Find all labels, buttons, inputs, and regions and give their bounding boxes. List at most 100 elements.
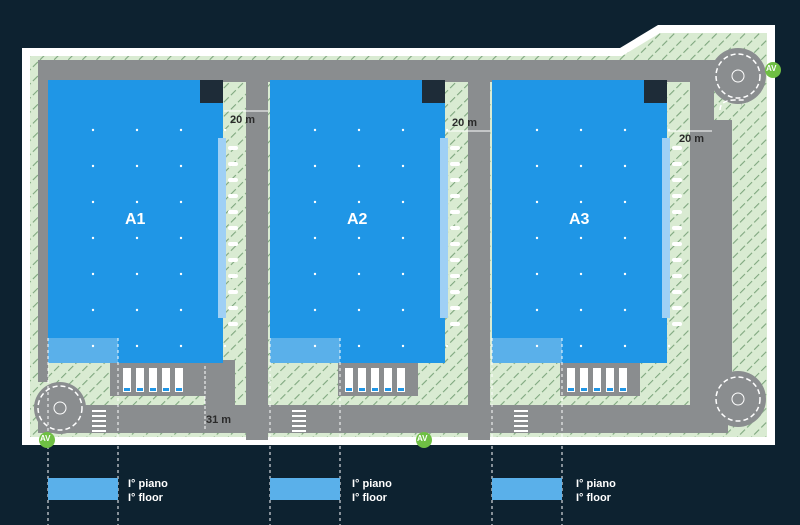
column-dot <box>357 164 361 168</box>
column-dot <box>313 344 317 348</box>
truck-bay-marker <box>137 388 143 391</box>
column-dot <box>535 200 539 204</box>
truck-bay <box>580 368 588 392</box>
legend-label-en: I° floor <box>352 492 387 504</box>
column-dot <box>667 344 671 348</box>
dock-door <box>672 258 682 262</box>
column-dot <box>535 164 539 168</box>
truck-bay <box>123 368 131 392</box>
dock-door <box>672 194 682 198</box>
column-dot <box>401 344 405 348</box>
dock-door <box>450 210 460 214</box>
dock-door <box>450 146 460 150</box>
column-dot <box>223 344 227 348</box>
dock-door <box>228 290 238 294</box>
dock-door <box>672 306 682 310</box>
dock-door <box>228 194 238 198</box>
truck-bay-marker <box>124 388 130 391</box>
dock-door <box>672 242 682 246</box>
legend-swatches <box>48 478 562 500</box>
column-dot <box>401 272 405 276</box>
truck-bay <box>619 368 627 392</box>
building-a2-shape <box>270 80 445 363</box>
truck-bay <box>162 368 170 392</box>
truck-bay-marker <box>359 388 365 391</box>
dimension-a3-road: 20 m <box>679 133 705 145</box>
dock-strip <box>218 138 226 318</box>
dimension-a2-a3: 20 m <box>452 117 478 129</box>
truck-bay <box>384 368 392 392</box>
truck-bay-marker <box>581 388 587 391</box>
truck-bay-marker <box>620 388 626 391</box>
column-dot <box>313 164 317 168</box>
column-dot <box>357 272 361 276</box>
truck-bay-marker <box>176 388 182 391</box>
building-a1-label: A1 <box>125 211 146 228</box>
column-dot <box>401 200 405 204</box>
dock-door <box>450 162 460 166</box>
column-dot <box>401 236 405 240</box>
column-dot <box>623 128 627 132</box>
column-dot <box>135 236 139 240</box>
dock-door <box>228 178 238 182</box>
legend-label-it: I° piano <box>352 478 392 490</box>
dock-door <box>450 290 460 294</box>
column-dot <box>313 200 317 204</box>
column-dot <box>579 128 583 132</box>
legend-label-it: I° piano <box>576 478 616 490</box>
column-dot <box>135 200 139 204</box>
column-dot <box>179 164 183 168</box>
dock-door <box>228 146 238 150</box>
truck-bay-marker <box>372 388 378 391</box>
column-dot <box>91 272 95 276</box>
column-dot <box>357 236 361 240</box>
column-dot <box>357 128 361 132</box>
dock-door <box>450 306 460 310</box>
dock-door <box>450 322 460 326</box>
legend-item: I° piano I° floor <box>352 477 392 505</box>
column-dot <box>623 200 627 204</box>
dock-door <box>450 226 460 230</box>
column-dot <box>535 344 539 348</box>
column-dot <box>623 344 627 348</box>
dock-door <box>450 258 460 262</box>
dock-door <box>672 210 682 214</box>
column-dot <box>357 200 361 204</box>
dock-door <box>450 194 460 198</box>
truck-bay <box>345 368 353 392</box>
access-icon: AV <box>766 64 777 73</box>
truck-bay <box>149 368 157 392</box>
dimension-a1-a2: 20 m <box>230 114 256 126</box>
column-dot <box>135 308 139 312</box>
dock-door <box>228 306 238 310</box>
access-badges <box>39 62 781 448</box>
dock-strip <box>662 138 670 318</box>
truck-bay-marker <box>568 388 574 391</box>
column-dot <box>579 308 583 312</box>
column-dot <box>91 164 95 168</box>
column-dot <box>91 344 95 348</box>
column-dot <box>535 128 539 132</box>
column-dot <box>579 236 583 240</box>
column-dot <box>357 308 361 312</box>
truck-bay-marker <box>607 388 613 391</box>
building-a2-label: A2 <box>347 211 368 228</box>
column-dot <box>623 308 627 312</box>
column-dot <box>535 308 539 312</box>
dock-door <box>228 322 238 326</box>
column-dot <box>401 128 405 132</box>
column-dot <box>579 200 583 204</box>
column-dot <box>623 236 627 240</box>
truck-bay <box>567 368 575 392</box>
dock-door <box>228 226 238 230</box>
dock-door <box>672 226 682 230</box>
truck-bay-marker <box>594 388 600 391</box>
dock-door <box>672 274 682 278</box>
column-dot <box>91 236 95 240</box>
truck-bay-marker <box>346 388 352 391</box>
dock-door <box>450 274 460 278</box>
column-dot <box>535 272 539 276</box>
truck-bay <box>606 368 614 392</box>
column-dot <box>135 272 139 276</box>
